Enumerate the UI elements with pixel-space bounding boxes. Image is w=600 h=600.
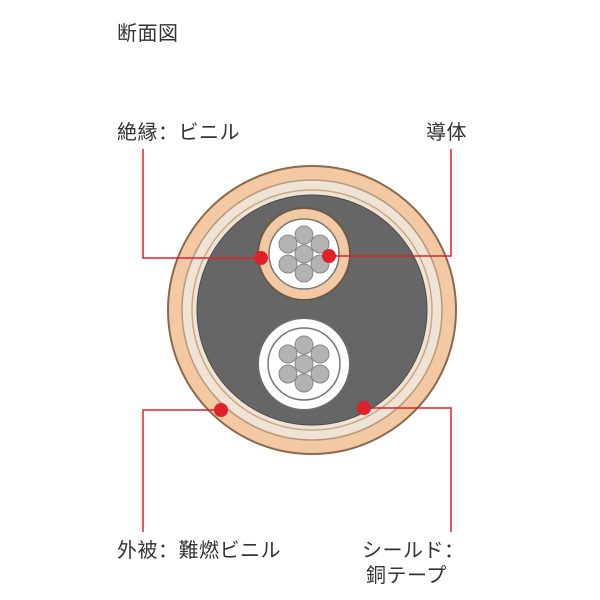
conductor-marker: [322, 249, 336, 263]
core-1-strand: [278, 254, 298, 274]
core-2-strand: [278, 344, 298, 364]
core-1-strand: [278, 234, 298, 254]
core-2-strand: [310, 344, 330, 364]
core-2-strand: [278, 364, 298, 384]
core-1-strand: [294, 244, 314, 264]
core-1-strand: [310, 234, 330, 254]
core-2-strand: [310, 364, 330, 384]
core-2-strand: [294, 335, 314, 355]
shield-marker: [357, 401, 371, 415]
core-2-strand: [294, 354, 314, 374]
filler-layer: [196, 194, 428, 426]
core-2-strands: [278, 335, 330, 393]
insulation-marker: [254, 251, 268, 265]
core-1-strand: [294, 263, 314, 283]
jacket-leader-line: [142, 409, 221, 532]
conductor-leader-line: [329, 149, 452, 257]
conductor-label: 導体: [426, 120, 467, 144]
shield-inner-line: [191, 189, 433, 431]
jacket-marker: [214, 403, 228, 417]
shield-leader-line: [364, 407, 452, 532]
shield-label-line1: シールド：: [362, 538, 465, 562]
diagram-title: 断面図: [117, 21, 179, 45]
shield-label-line2: 銅テープ: [366, 563, 447, 587]
core-1-strand: [294, 225, 314, 245]
insulation-label: 絶縁：ビニル: [117, 120, 240, 144]
core-1-strands: [278, 225, 330, 283]
insulation-leader-line: [142, 149, 261, 259]
jacket-label: 外被：難燃ビニル: [117, 538, 281, 562]
core-2-strand: [294, 373, 314, 393]
